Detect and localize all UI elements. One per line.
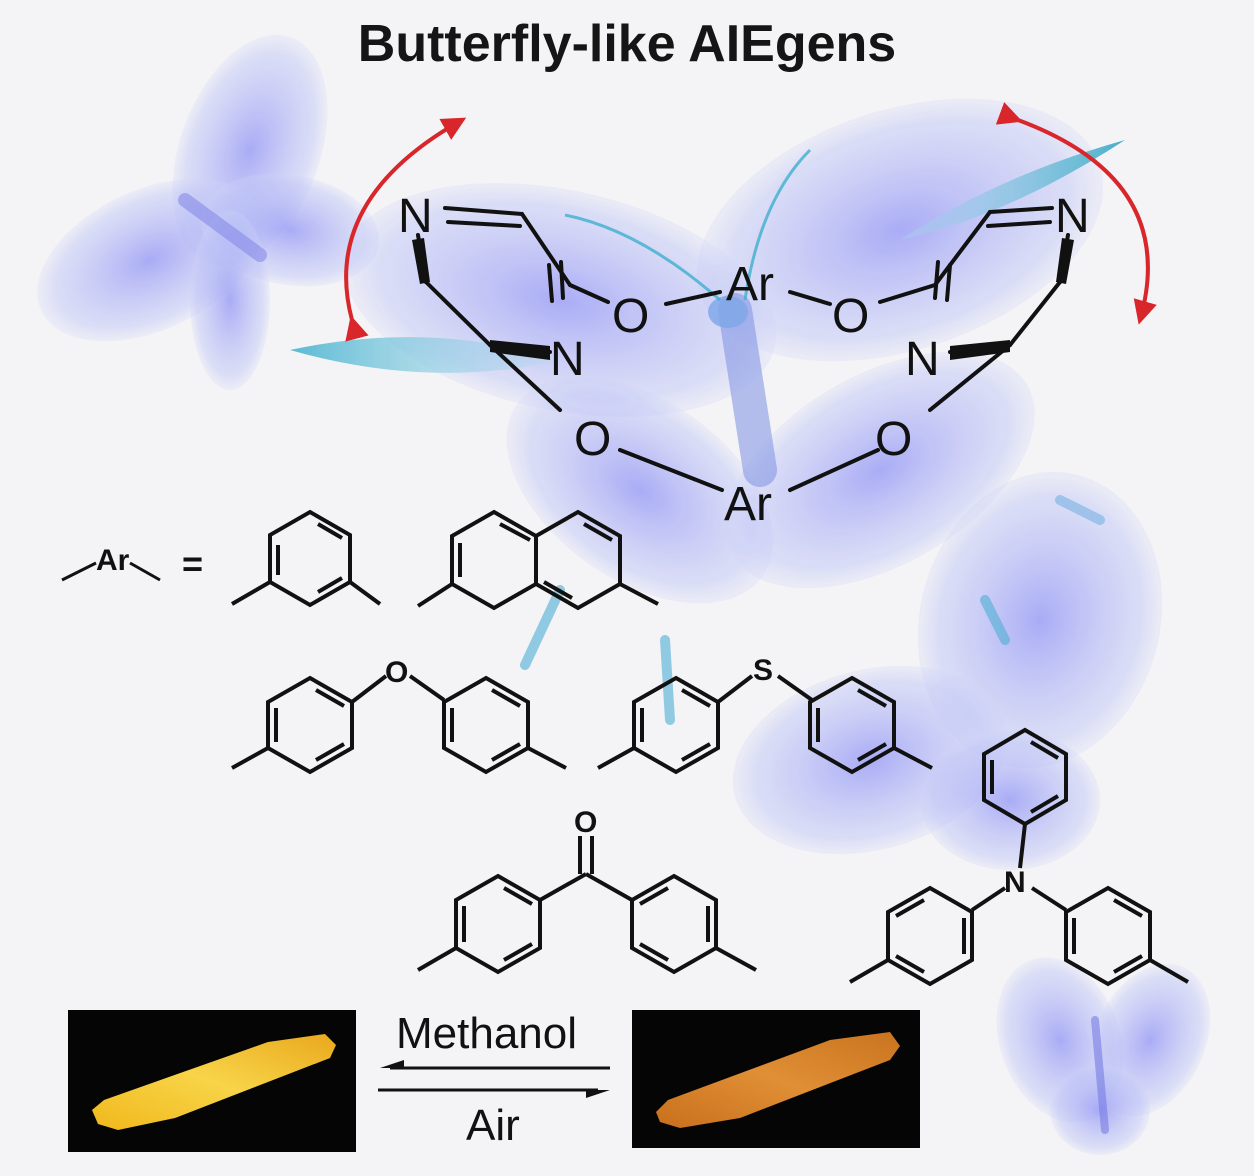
atom-ar-top: Ar — [726, 258, 774, 311]
atom-labels: N O N O Ar Ar O N O N — [398, 190, 1090, 531]
ar-legend-label: Ar — [96, 544, 130, 577]
butterfly-left-illustration — [37, 34, 380, 390]
crystal-photo-orange — [632, 1010, 920, 1148]
ar-option-benzophenone — [416, 836, 757, 975]
figure-title: Butterfly-like AIEgens — [357, 15, 897, 73]
ar-option-diphenyl-ether — [231, 674, 567, 775]
ether-oxygen: O — [385, 656, 408, 689]
wedge-bonds — [412, 238, 1074, 360]
butterfly-small-illustration — [996, 957, 1211, 1155]
carbonyl-oxygen: O — [574, 806, 597, 839]
amine-nitrogen: N — [1004, 866, 1026, 899]
ar-option-naphthalene — [416, 509, 659, 611]
sulfide-sulfur: S — [753, 654, 773, 687]
air-label: Air — [466, 1101, 520, 1150]
atom-o-left-bottom: O — [574, 413, 611, 466]
atom-ar-bottom: Ar — [724, 478, 772, 531]
flap-arrow-left — [344, 117, 467, 342]
atom-n-right-bottom: N — [905, 333, 940, 386]
atom-n-left-top: N — [398, 190, 433, 243]
atom-o-right-bottom: O — [875, 413, 912, 466]
equals-sign: = — [182, 543, 203, 584]
reversible-arrows — [378, 1060, 610, 1098]
atom-o-right: O — [832, 290, 869, 343]
atom-n-right-top: N — [1055, 190, 1090, 243]
macrocycle-structure — [416, 206, 1070, 492]
ar-legend: Ar = — [61, 543, 203, 584]
methanol-label: Methanol — [396, 1009, 577, 1058]
ar-option-diphenyl-sulfide — [597, 674, 933, 775]
ar-option-meta-phenylene — [230, 509, 382, 608]
atom-n-left-bottom: N — [550, 333, 585, 386]
ar-option-triphenylamine — [848, 727, 1190, 987]
crystal-photo-yellow — [68, 1010, 356, 1152]
atom-o-left: O — [612, 290, 649, 343]
flap-arrow-right — [995, 102, 1157, 325]
